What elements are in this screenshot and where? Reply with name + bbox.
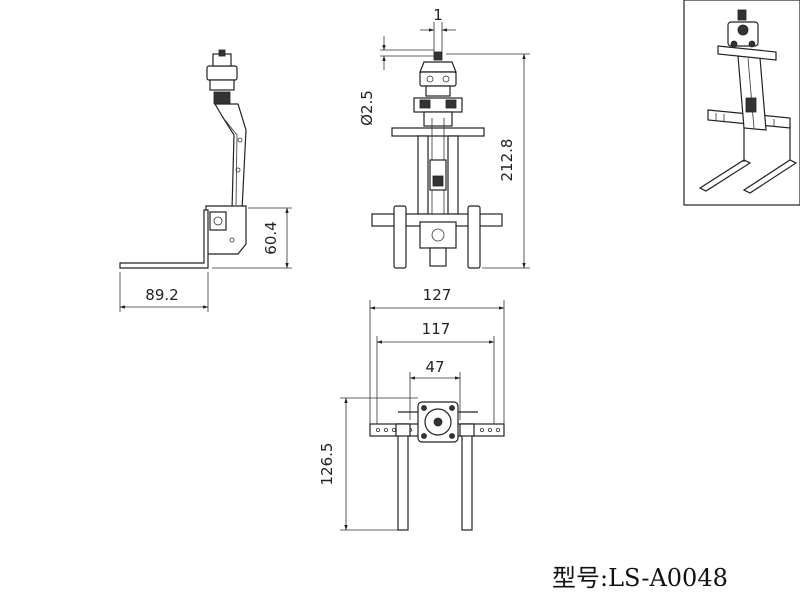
dim-side-height: 60.4 [262, 221, 280, 254]
isometric-inset [683, 0, 800, 206]
dim-front-offset: 1 [433, 6, 443, 24]
side-dimensions [119, 207, 292, 312]
front-dimensions [380, 22, 530, 269]
front-view [371, 51, 503, 269]
top-dimensions [340, 300, 505, 531]
dim-top-depth: 126.5 [318, 443, 336, 486]
dim-front-diameter: Ø2.5 [358, 90, 376, 126]
top-view [369, 401, 505, 531]
dim-side-width: 89.2 [145, 286, 178, 304]
dim-top-fork-width: 47 [425, 358, 444, 376]
side-view [119, 49, 247, 269]
dim-front-height: 212.8 [498, 139, 516, 182]
dim-top-outer-width: 127 [423, 286, 452, 304]
dim-top-inner-width: 117 [422, 320, 451, 338]
model-label: 型号:LS-A0048 [552, 564, 728, 592]
